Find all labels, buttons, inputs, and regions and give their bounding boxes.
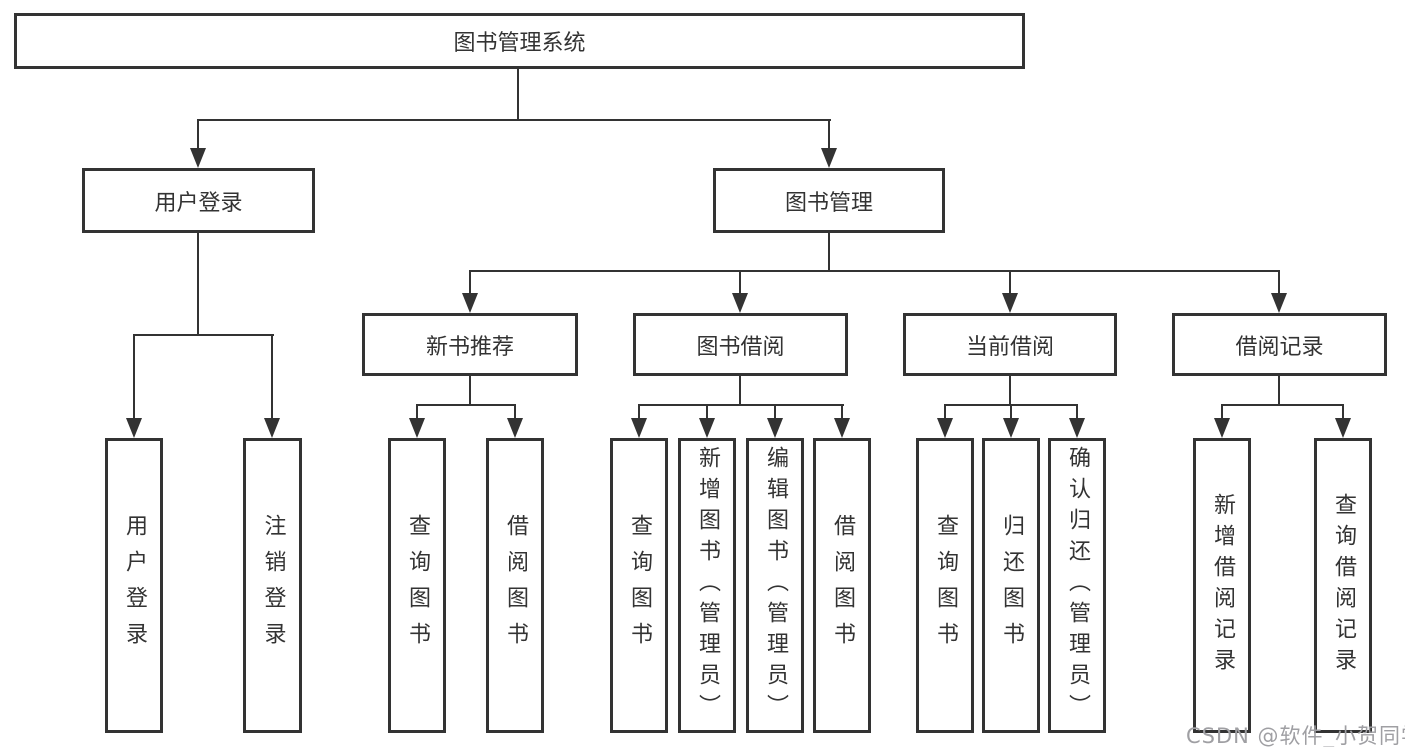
connector-drop-query-books-c [944,404,946,421]
node-borrowing-records: 借阅记录 [1172,313,1387,376]
node-user-login-branch: 用户登录 [82,168,315,233]
arrowhead-return-books [1003,418,1019,438]
leaf-return-books: 归还图书 [982,438,1040,733]
connector-user-login-stem [197,233,199,336]
leaf-confirm-return-admin: 确认归还（管理员） [1048,438,1106,733]
arrowhead-query-books-c [937,418,953,438]
arrowhead-book-borrow [732,293,748,313]
connector-root-stem [517,69,519,120]
connector-book-mgmt-crossbar [469,270,1280,272]
arrowhead-current-borrow [1002,293,1018,313]
csdn-watermark: CSDN @软件_小贺同学 [1186,724,1405,747]
connector-drop-edit-books [774,404,776,421]
connector-drop-query-record [1342,404,1344,421]
connector-borrow-records-crossbar [1221,404,1344,406]
connector-new-book-rec-crossbar [416,404,516,406]
connector-drop-add-books [706,404,708,421]
connector-drop-book-mgmt [828,119,830,152]
connector-drop-user-login [197,119,199,152]
leaf-query-books-recommendation: 查询图书 [388,438,446,733]
connector-current-borrow-stem [1009,376,1011,406]
node-current-borrowing: 当前借阅 [903,313,1117,376]
arrowhead-borrow-records [1271,293,1287,313]
leaf-logout: 注销登录 [243,438,302,733]
connector-drop-query-books-a [416,404,418,421]
leaf-query-books-current: 查询图书 [916,438,974,733]
node-new-book-recommendation: 新书推荐 [362,313,578,376]
leaf-user-login: 用户登录 [105,438,163,733]
connector-book-mgmt-stem [828,233,830,272]
leaf-add-books-admin: 新增图书（管理员） [678,438,736,733]
connector-root-crossbar [197,119,831,121]
arrowhead-query-record [1335,418,1351,438]
arrowhead-leaf-user-login [126,418,142,438]
connector-borrow-records-stem [1278,376,1280,406]
connector-drop-book-borrow [739,270,741,296]
arrowhead-edit-books [767,418,783,438]
leaf-query-books-borrowing: 查询图书 [610,438,668,733]
connector-drop-borrow-records [1278,270,1280,296]
connector-drop-borrow-books-b [841,404,843,421]
connector-drop-leaf-logout [271,334,273,420]
connector-user-login-crossbar [133,334,274,336]
leaf-query-borrow-record: 查询借阅记录 [1314,438,1372,733]
arrowhead-confirm-return [1069,418,1085,438]
arrowhead-book-mgmt [821,148,837,168]
connector-drop-query-books-b [638,404,640,421]
connector-drop-return-books [1010,404,1012,421]
connector-book-borrow-stem [739,376,741,406]
connector-new-book-rec-stem [469,376,471,406]
node-book-borrowing: 图书借阅 [633,313,848,376]
arrowhead-query-books-b [631,418,647,438]
arrowhead-borrow-books-a [507,418,523,438]
arrowhead-leaf-logout [264,418,280,438]
arrowhead-new-book-rec [462,293,478,313]
connector-drop-current-borrow [1009,270,1011,296]
node-book-management-branch: 图书管理 [713,168,945,233]
connector-book-borrow-crossbar [638,404,844,406]
arrowhead-user-login [190,148,206,168]
connector-drop-confirm-return [1076,404,1078,421]
leaf-edit-books-admin: 编辑图书（管理员） [746,438,804,733]
connector-drop-leaf-user-login [133,334,135,420]
arrowhead-add-record [1214,418,1230,438]
connector-drop-borrow-books-a [514,404,516,421]
connector-drop-add-record [1221,404,1223,421]
leaf-borrow-books-borrowing: 借阅图书 [813,438,871,733]
arrowhead-borrow-books-b [834,418,850,438]
arrowhead-query-books-a [409,418,425,438]
leaf-borrow-books-recommendation: 借阅图书 [486,438,544,733]
connector-drop-new-book-rec [469,270,471,296]
arrowhead-add-books [699,418,715,438]
leaf-add-borrow-record: 新增借阅记录 [1193,438,1251,733]
node-root-library-management-system: 图书管理系统 [14,13,1025,69]
